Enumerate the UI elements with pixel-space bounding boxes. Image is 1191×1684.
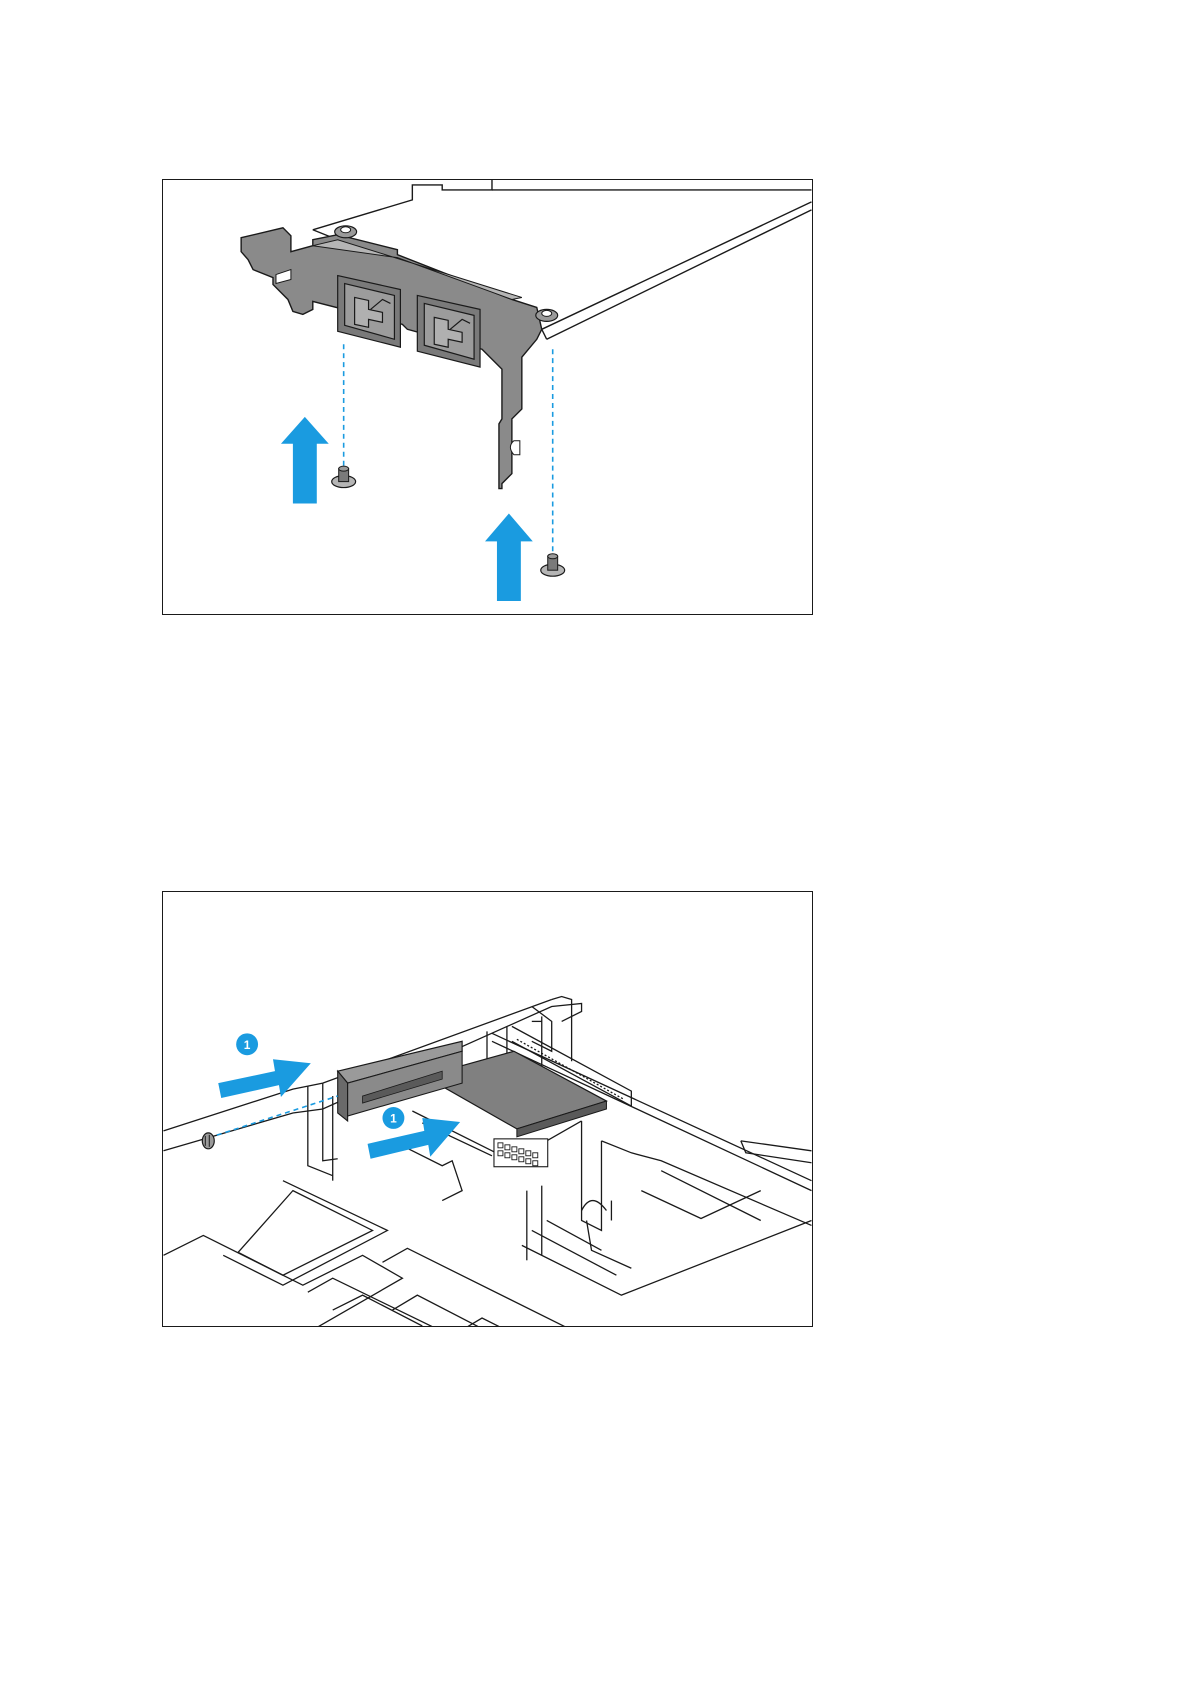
metal-bracket (241, 228, 542, 489)
top-bolt-right (536, 309, 558, 321)
arrow-right-icon (218, 1059, 311, 1098)
illustration-chassis: 1 1 (163, 892, 812, 1326)
step-badge-1: 1 (382, 1107, 404, 1129)
screw-guide-line (208, 1096, 337, 1138)
screw-left (332, 466, 356, 487)
arrow-up-icon (485, 513, 533, 601)
arrow-up-icon (281, 417, 329, 504)
arrow-right-icon (368, 1118, 461, 1159)
figure-bracket-screws (162, 179, 813, 615)
step-badge-label: 1 (390, 1111, 397, 1125)
power-connector (494, 1139, 548, 1167)
step-badge-label: 1 (244, 1038, 251, 1052)
bracket-screw (202, 1133, 214, 1149)
card-bracket (338, 1041, 462, 1121)
figure-card-insertion: 1 1 (162, 891, 813, 1327)
chassis-lines (163, 997, 811, 1326)
illustration-bracket (163, 180, 812, 614)
top-bolt-left (335, 226, 357, 238)
screw-right (541, 554, 565, 576)
step-badge-1: 1 (236, 1033, 258, 1055)
